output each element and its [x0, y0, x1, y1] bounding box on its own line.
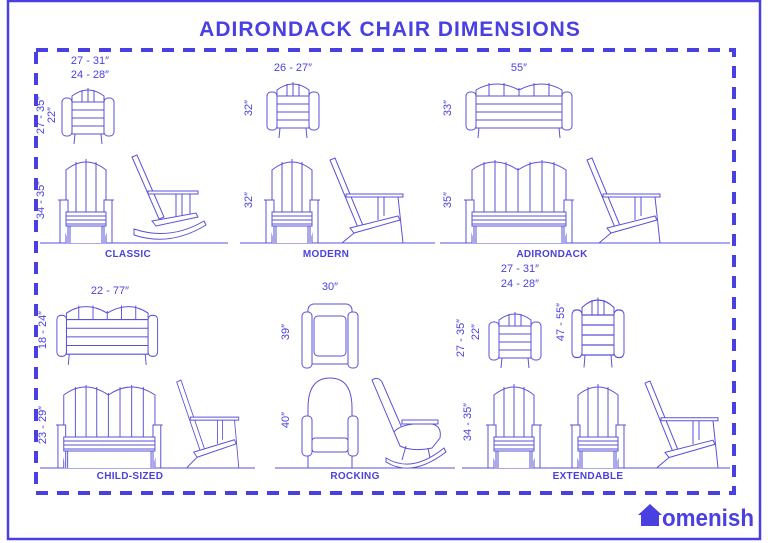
- child-side-view: [176, 379, 240, 469]
- dim-width: 55″: [511, 62, 527, 74]
- dim-depth: 39″: [280, 324, 292, 340]
- dim-width-outer: 27 - 31″: [501, 263, 539, 275]
- dim-depth-inner: 22″: [470, 324, 482, 340]
- rocking-side-view: [371, 377, 447, 469]
- child-front-view: [55, 384, 164, 469]
- adirondack-front-view: [463, 159, 575, 244]
- dim-width: 26 - 27″: [274, 62, 312, 74]
- house-icon: [638, 504, 662, 526]
- rocking-front-view: [301, 377, 359, 469]
- dim-width: 22 - 77″: [91, 285, 129, 297]
- dim-depth-inner: 22″: [46, 107, 58, 123]
- dim-depth: 33″: [442, 100, 454, 116]
- page-title: ADIRONDACK CHAIR DIMENSIONS: [199, 18, 581, 41]
- dim-depth: 32″: [243, 100, 255, 116]
- dim-width: 30″: [322, 281, 338, 293]
- dim-depth-outer: 27 - 35″: [455, 319, 467, 357]
- panel-modern: 26 - 27″ 32″ 32″ MODERN: [243, 62, 404, 260]
- child-top-view: [56, 305, 159, 366]
- dim-width-outer: 27 - 31″: [71, 55, 109, 67]
- adirondack-side-view: [586, 157, 661, 244]
- dashed-frame: [34, 48, 736, 495]
- brand-text: omenish: [662, 505, 754, 532]
- classic-side-view: [131, 154, 207, 240]
- dim-depth: 18 - 24″: [37, 311, 49, 349]
- modern-side-view: [329, 157, 404, 244]
- rocking-top-view: [301, 303, 359, 369]
- extendable-top-view-extended: [571, 296, 625, 369]
- panel-label: MODERN: [303, 249, 349, 260]
- dim-height: 34 - 35″: [35, 181, 47, 219]
- panel-rocking: 30″ 39″ 40″ ROCKING: [280, 281, 447, 482]
- extendable-top-view: [488, 311, 542, 369]
- panel-child-sized: 22 - 77″ 18 - 24″ 23 - 29″ CHILD-SIZED: [37, 285, 240, 482]
- panel-label: CLASSIC: [105, 249, 151, 260]
- modern-front-view: [263, 158, 321, 244]
- dim-height: 40″: [280, 412, 292, 428]
- panel-extendable: 27 - 31″ 24 - 28″ 27 - 35″ 22″ 47 - 55″ …: [455, 263, 719, 482]
- extendable-front-view: [485, 383, 543, 469]
- panel-label: EXTENDABLE: [553, 471, 624, 482]
- dim-height: 34 - 35″: [462, 403, 474, 441]
- modern-top-view: [266, 81, 320, 139]
- extendable-side-view: [644, 380, 719, 469]
- extendable-front-view-2: [569, 383, 627, 469]
- dim-height: 32″: [243, 192, 255, 208]
- classic-front-view: [57, 158, 115, 244]
- dim-height: 23 - 29″: [37, 406, 49, 444]
- dim-width-inner: 24 - 28″: [71, 69, 109, 81]
- panel-classic: 27 - 31″ 24 - 28″ 27 - 35″ 22″ 34 - 35″ …: [35, 55, 207, 260]
- dim-height: 35″: [442, 192, 454, 208]
- panel-label: ROCKING: [330, 471, 379, 482]
- panel-label: ADIRONDACK: [516, 249, 588, 260]
- dim-depth-outer: 27 - 35″: [35, 96, 47, 134]
- brand-logo: omenish: [638, 504, 754, 532]
- dim-extended-depth: 47 - 55″: [555, 303, 567, 341]
- classic-top-view: [61, 87, 115, 145]
- adirondack-top-view: [465, 82, 573, 139]
- dim-width-inner: 24 - 28″: [501, 278, 539, 290]
- panel-adirondack: 55″ 33″ 35″ ADIRONDACK: [442, 62, 661, 260]
- outer-border: [6, 0, 762, 541]
- panel-label: CHILD-SIZED: [97, 471, 164, 482]
